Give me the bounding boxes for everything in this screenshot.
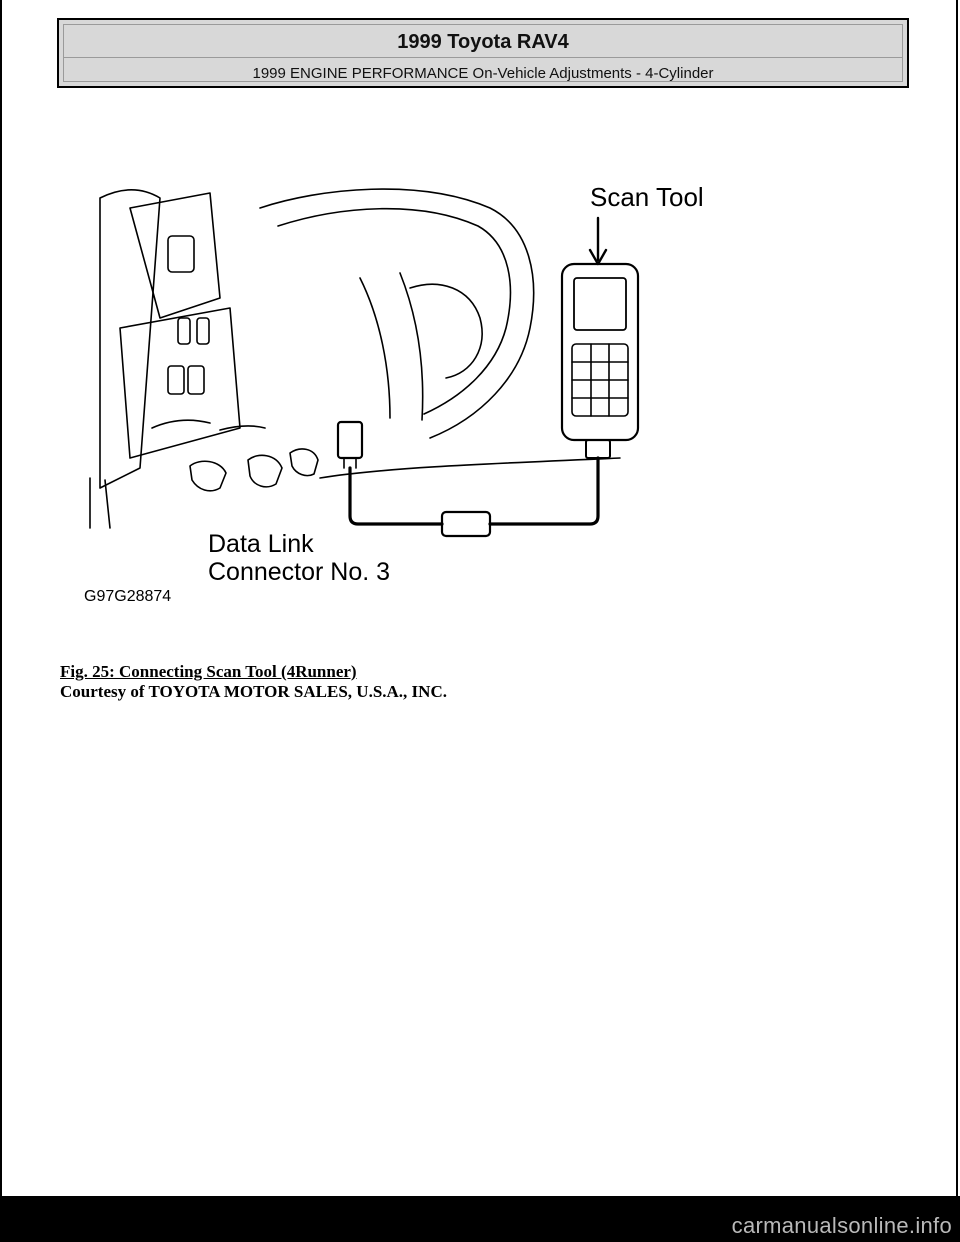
pedal-1 <box>189 460 227 492</box>
document-header: 1999 Toyota RAV4 1999 ENGINE PERFORMANCE… <box>57 18 909 88</box>
dashboard-left-edge <box>99 188 161 489</box>
switch-3 <box>196 317 210 345</box>
figure-code: G97G28874 <box>84 588 172 605</box>
scan-tool-label: Scan Tool <box>590 182 704 212</box>
data-link-label-line1: Data Link <box>208 530 314 558</box>
steering-wheel-inner <box>277 207 512 415</box>
pedal-2 <box>247 454 283 488</box>
header-subtitle: 1999 ENGINE PERFORMANCE On-Vehicle Adjus… <box>252 65 714 82</box>
dashboard-panel <box>129 192 221 319</box>
header-inner-border: 1999 Toyota RAV4 1999 ENGINE PERFORMANCE… <box>63 24 903 82</box>
illustration-drawing <box>89 188 640 538</box>
switch-5 <box>187 365 205 395</box>
steering-column <box>359 272 424 421</box>
dash-vent-2 <box>219 425 266 431</box>
figure-caption: Fig. 25: Connecting Scan Tool (4Runner) … <box>60 662 760 702</box>
connector-plug <box>343 457 357 469</box>
caption-courtesy: Courtesy of TOYOTA MOTOR SALES, U.S.A., … <box>60 682 447 701</box>
switch-1 <box>167 235 195 273</box>
caption-title: Fig. 25: Connecting Scan Tool (4Runner) <box>60 662 357 681</box>
switch-4 <box>167 365 185 395</box>
header-title: 1999 Toyota RAV4 <box>397 31 569 53</box>
dashboard-panel-lower <box>119 307 241 459</box>
steering-wheel-outer <box>259 188 535 439</box>
scan-tool-cable-end <box>585 439 611 459</box>
pedal-3 <box>289 448 319 477</box>
page-frame <box>0 0 958 1196</box>
watermark: carmanualsonline.info <box>731 1213 952 1238</box>
bottom-band <box>0 1196 960 1242</box>
scan-tool-buttons <box>571 343 629 417</box>
scan-tool-illustration: Scan Tool Data Link Connector No. 3 G97G… <box>60 168 720 618</box>
header-divider <box>64 57 902 58</box>
dash-vent <box>151 419 211 429</box>
switch-2 <box>177 317 191 345</box>
cable-adapter <box>440 510 492 538</box>
data-link-connector <box>336 420 364 460</box>
kick-panel <box>89 477 111 529</box>
scan-tool-screen <box>573 277 627 331</box>
cable <box>348 456 600 526</box>
steering-hub <box>409 283 483 379</box>
data-link-label-line2: Connector No. 3 <box>208 558 391 586</box>
floor-line <box>319 457 621 479</box>
